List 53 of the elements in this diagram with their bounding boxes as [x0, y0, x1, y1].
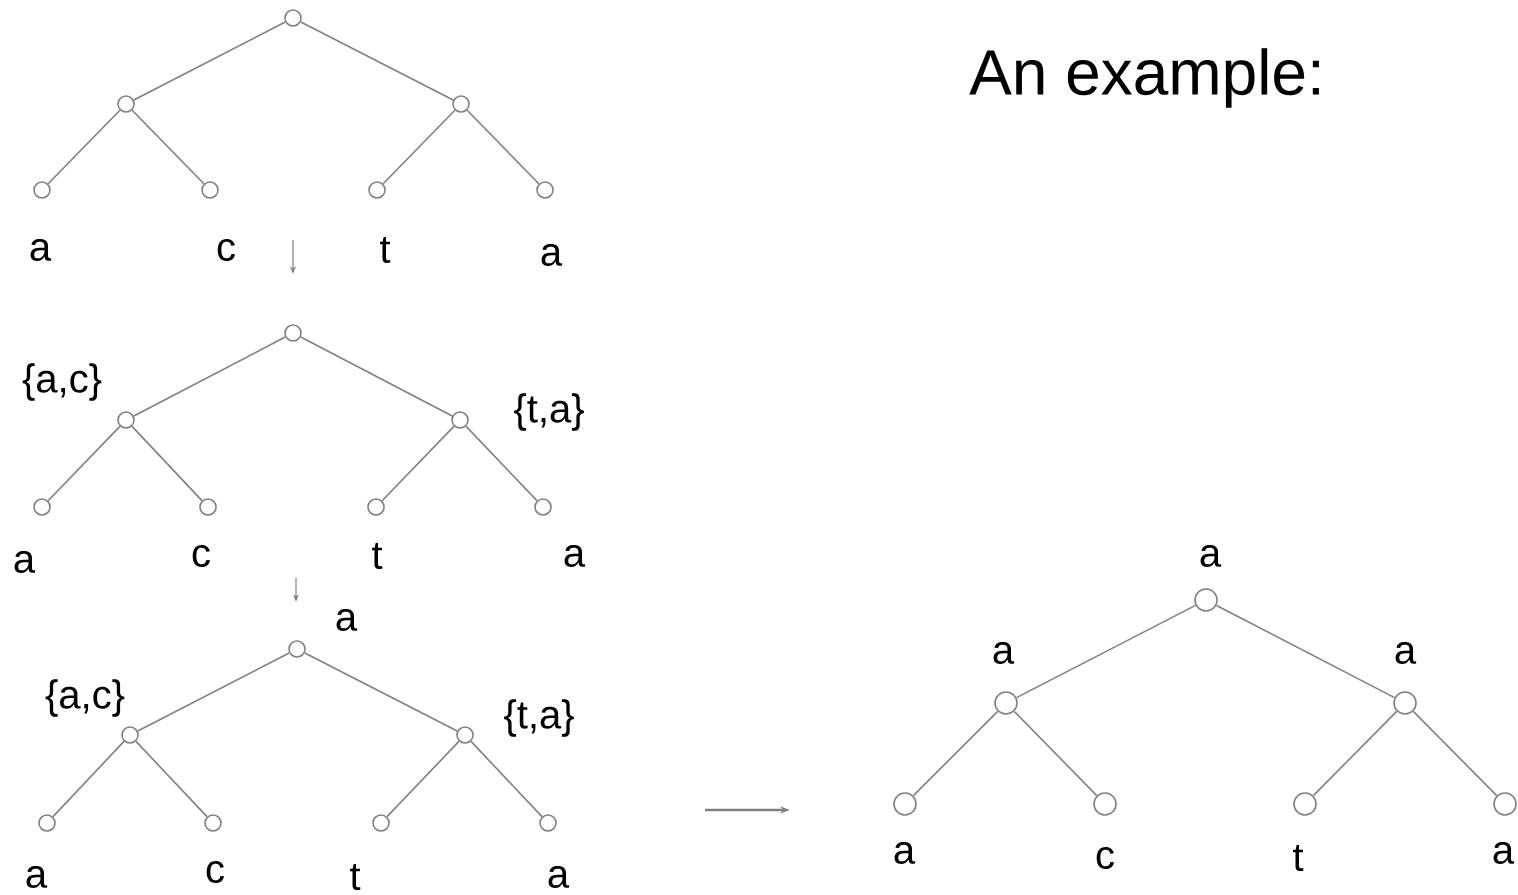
- node-label: t: [372, 542, 383, 570]
- tree-branch: [465, 425, 538, 502]
- node-label: a: [993, 642, 1015, 664]
- tree-branch: [1215, 604, 1396, 699]
- tree-branch: [1312, 710, 1398, 797]
- tree-branch: [382, 109, 456, 185]
- tree-branch: [133, 21, 286, 101]
- tree-node-circle: [284, 324, 302, 342]
- node-label: a: [336, 609, 358, 631]
- tree-branch: [1412, 710, 1498, 797]
- tree-branch: [131, 425, 203, 502]
- tree-branch: [131, 109, 205, 185]
- tree-branch: [47, 425, 121, 502]
- node-label: a: [1395, 642, 1417, 664]
- node-label: c: [206, 861, 224, 883]
- node-label: {t,a}: [514, 393, 584, 431]
- node-label: c: [192, 545, 210, 567]
- tree-branch: [470, 740, 543, 818]
- node-label: t: [380, 236, 391, 264]
- tree-branch: [381, 425, 455, 502]
- node-label: {a,c}: [22, 363, 102, 401]
- tree-branch: [137, 652, 290, 732]
- node-label: t: [1293, 844, 1304, 872]
- tree-branch: [300, 21, 454, 101]
- tree-branch: [1015, 604, 1197, 699]
- node-label: a: [1493, 842, 1515, 864]
- node-label: c: [217, 239, 235, 261]
- tree-branch: [1013, 710, 1098, 797]
- node-label: a: [541, 244, 563, 266]
- node-label: a: [1200, 545, 1222, 567]
- tree-branch: [300, 336, 453, 417]
- tree-node-circle: [284, 9, 302, 27]
- tree-branch: [386, 740, 460, 818]
- node-label: {a,c}: [45, 679, 125, 717]
- node-label: a: [26, 866, 48, 888]
- tree-branch: [466, 109, 540, 185]
- node-label: {t,a}: [504, 699, 574, 737]
- tree-branch: [912, 710, 999, 797]
- node-label: a: [30, 239, 52, 261]
- tree-branch: [133, 336, 286, 417]
- node-label: a: [894, 842, 916, 864]
- tree-branch: [304, 652, 458, 732]
- tree-node-circle: [117, 95, 135, 113]
- tree-branch: [52, 740, 125, 818]
- tree-branch: [135, 740, 208, 818]
- node-label: a: [564, 545, 586, 567]
- tree-node-circle: [452, 95, 470, 113]
- title: An example:: [969, 48, 1319, 108]
- node-label: a: [548, 866, 570, 888]
- tree-branch: [47, 109, 121, 185]
- node-label: a: [14, 551, 36, 573]
- node-label: t: [350, 863, 361, 891]
- node-label: c: [1096, 847, 1114, 869]
